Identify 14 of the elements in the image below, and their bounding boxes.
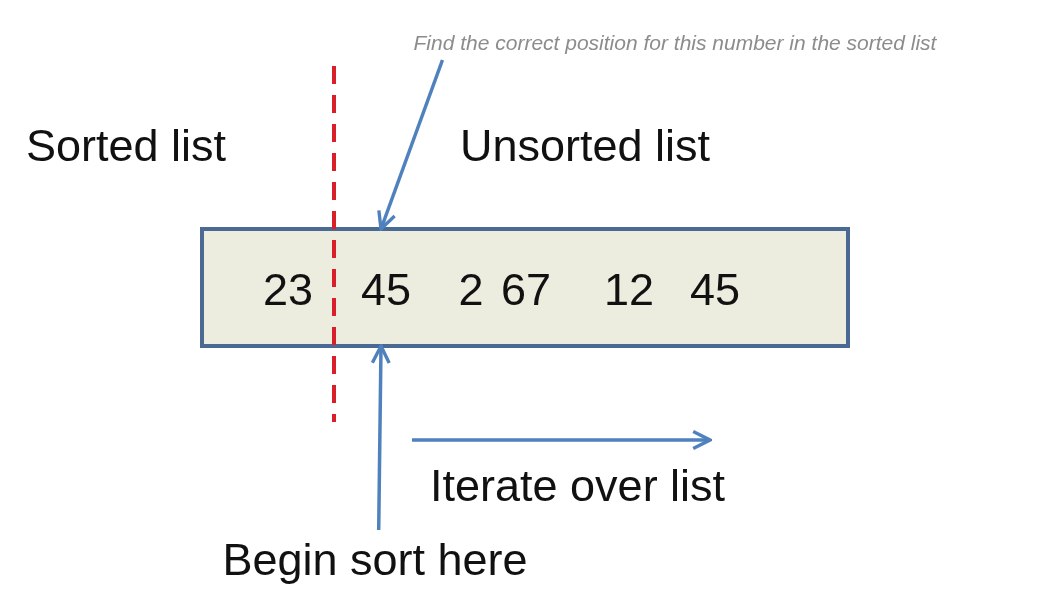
label-text: Sorted list [26, 119, 228, 173]
list-number: 67 [496, 231, 556, 348]
list-number: 45 [356, 231, 416, 348]
list-number: 2 [454, 231, 488, 348]
label-text: Unsorted list [460, 119, 712, 173]
arrow [370, 344, 391, 531]
list-number: 23 [254, 231, 322, 348]
caption-text: Begin sort here [190, 530, 560, 590]
list-number: 45 [685, 231, 745, 348]
label-text: Iterate over list [430, 459, 727, 513]
list-box [200, 227, 850, 348]
list-number: 12 [599, 231, 659, 348]
note-text: Find the correct position for this number in the sorted list [330, 26, 1020, 60]
arrow [377, 59, 445, 231]
